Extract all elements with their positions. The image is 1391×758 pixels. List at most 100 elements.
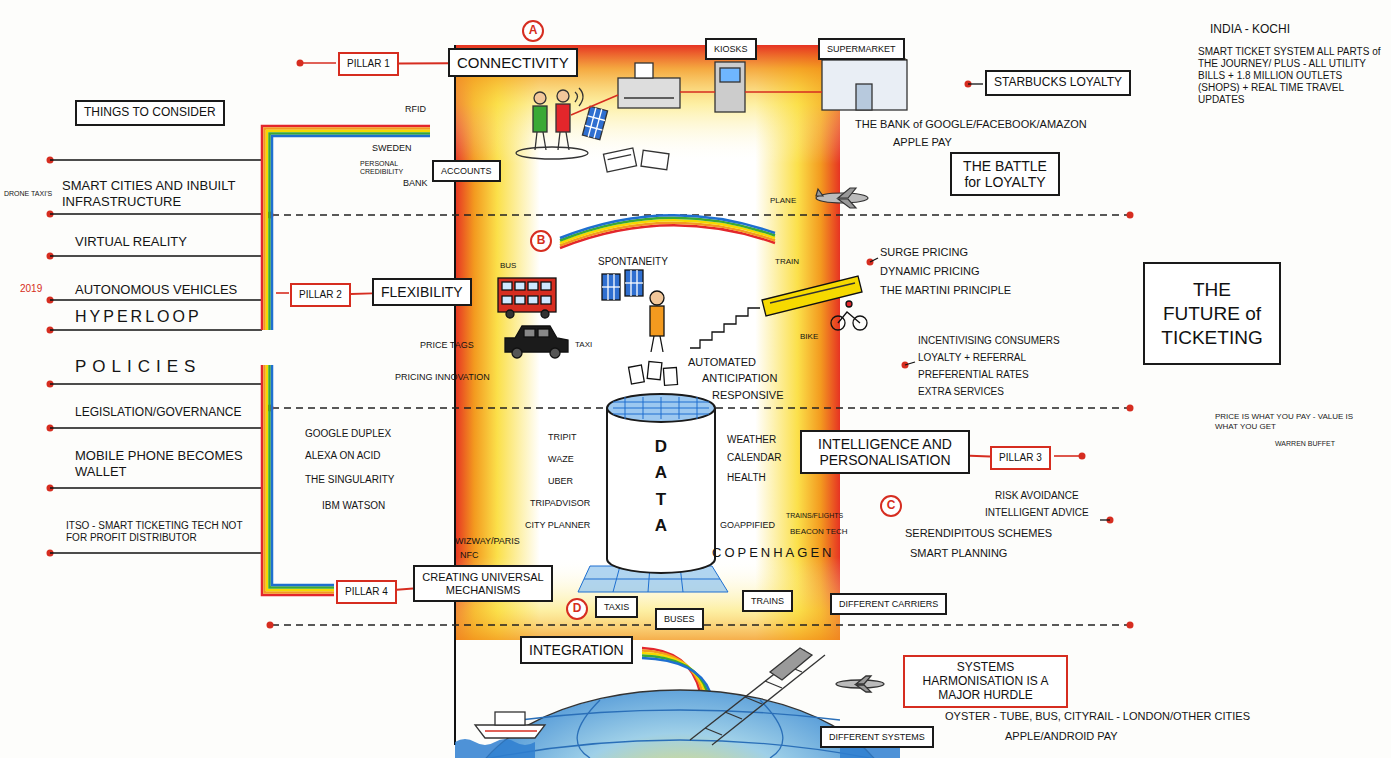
pillar-connector [397,589,413,590]
note-label: INDIA - KOCHI [1210,22,1290,36]
topic-box: THINGS TO CONSIDER [75,100,225,126]
note-label: AUTONOMOUS VEHICLES [75,282,237,298]
node-text: PILLAR 2 [299,289,342,301]
note-label: PERSONAL CREDIBILITY [360,160,422,177]
pillar-box: INTEGRATION [520,636,633,664]
note-label: THE BANK of GOOGLE/FACEBOOK/AMAZON [855,118,1087,131]
note-label: SURGE PRICING [880,246,968,259]
note-label: EXTRA SERVICES [918,386,1004,398]
note-label: APPLE/ANDROID PAY [1005,730,1118,743]
note-label: PRICE TAGS [420,340,474,351]
node-text: STARBUCKS LOYALTY [994,76,1122,90]
note-label: SERENDIPITOUS SCHEMES [905,527,1052,540]
pillar-tag: PILLAR 4 [336,580,397,604]
note-label: TRIPIT [548,432,577,443]
pillar-box: CREATING UNIVERSAL MECHANISMS [413,565,553,602]
note-label: BANK [403,178,428,189]
note-label: VIRTUAL REALITY [75,234,187,250]
note-label: WAZE [548,454,574,465]
section-letter: B [530,230,552,252]
note-label: ANTICIPATION [702,372,777,385]
note-label: WEATHER [727,434,776,446]
pillar-box: FLEXIBILITY [372,278,472,306]
section-letter: C [880,495,902,517]
note-label: UBER [548,476,573,487]
hurdle-box: SYSTEMS HARMONISATION IS A MAJOR HURDLE [903,655,1068,708]
central-panel [455,45,840,745]
topic-box: STARBUCKS LOYALTY [985,70,1131,96]
pillar-tag: PILLAR 1 [338,52,399,76]
topic-box: ACCOUNTS [432,160,501,182]
pillar-tag: PILLAR 2 [290,283,351,307]
topic-box: THE BATTLE for LOYALTY [950,152,1060,196]
note-label: GOOGLE DUPLEX [305,428,391,440]
node-text: PILLAR 1 [347,58,390,70]
note-label: APPLE PAY [893,136,952,149]
node-text: ACCOUNTS [441,166,492,176]
note-label: RESPONSIVE [712,389,784,402]
note-label: LEGISLATION/GOVERNANCE [75,405,241,419]
note-label: NFC [460,550,479,561]
node-text: SUPERMARKET [827,44,896,54]
note-label: BEACON TECH [790,527,848,537]
node-text: PILLAR 4 [345,586,388,598]
note-label: THE SINGULARITY [305,474,394,486]
note-label: OYSTER - TUBE, BUS, CITYRAIL - LONDON/OT… [945,710,1250,723]
node-text: CREATING UNIVERSAL MECHANISMS [422,571,544,596]
note-label: IBM WATSON [322,500,385,512]
pillar-tag: PILLAR 3 [990,446,1051,470]
note-label: BIKE [800,332,818,342]
note-label: COPENHAGEN [712,545,834,561]
node-text: KIOSKS [714,44,748,54]
node-text: A [529,24,538,38]
place-box: SUPERMARKET [818,38,905,60]
pillar-connector [970,455,990,458]
note-label: AUTOMATED [688,356,756,369]
topic-box: DIFFERENT SYSTEMS [820,726,934,748]
node-text: DATA [653,434,670,539]
note-label: GOAPPIFIED [720,520,775,531]
node-text: INTEGRATION [529,642,624,658]
data-cylinder: DATA [605,392,717,575]
pillar-box: INTELLIGENCE AND PERSONALISATION [800,430,970,474]
flexibility-scene [498,270,867,385]
note-label: ALEXA ON ACID [305,450,381,462]
cylinder-outline [605,392,717,575]
node-text: THE BATTLE for LOYALTY [959,158,1051,190]
note-label: BUS [500,261,516,271]
note-label: PRICE IS WHAT YOU PAY - VALUE IS WHAT YO… [1215,412,1355,431]
note-label: INCENTIVISING CONSUMERS [918,335,1060,347]
note-label: PREFERENTIAL RATES [918,369,1029,381]
note-label: SWEDEN [372,143,412,154]
node-text: BUSES [664,614,695,624]
carrier-box: BUSES [655,608,704,630]
note-label: POLICIES [75,357,201,377]
place-box: KIOSKS [705,38,757,60]
pillar-box: CONNECTIVITY [448,48,578,77]
note-label: HEALTH [727,472,766,484]
node-text: C [887,499,896,513]
node-text: THE FUTURE of TICKETING [1157,278,1267,349]
note-label: 2019 [20,283,42,295]
note-label: TRAINS/FLIGHTS [786,512,843,520]
note-label: MOBILE PHONE BECOMES WALLET [75,448,265,479]
note-label: INTELLIGENT ADVICE [985,507,1089,519]
note-label: SMART CITIES AND INBUILT INFRASTRUCTURE [62,178,262,209]
node-text: SYSTEMS HARMONISATION IS A MAJOR HURDLE [912,661,1059,702]
note-label: CITY PLANNER [525,520,590,531]
node-text: PILLAR 3 [999,452,1042,464]
note-label: TRAIN [775,257,799,267]
note-label: TRIPADVISOR [530,498,590,509]
note-label: WIZWAY/PARIS [455,536,520,547]
note-label: LOYALTY + REFERRAL [918,352,1026,364]
node-text: DIFFERENT SYSTEMS [829,732,925,742]
left-leader-lines [50,160,262,553]
note-label: TAXI [575,340,592,350]
node-text: TRAINS [751,596,784,606]
carrier-box: TAXIS [595,596,638,618]
plane-icon [816,188,868,208]
pillar-connector [351,292,372,295]
node-text: INTELLIGENCE AND PERSONALISATION [809,436,961,468]
carrier-box: DIFFERENT CARRIERS [830,593,947,615]
